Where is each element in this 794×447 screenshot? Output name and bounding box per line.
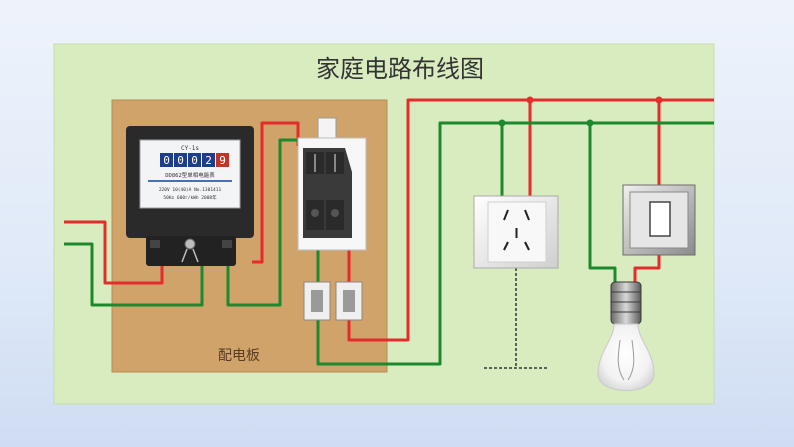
- bulb-filament: [617, 339, 635, 381]
- main-neutral-wire: [316, 121, 714, 366]
- switch-handle: [317, 117, 337, 139]
- meter-digit: 0: [177, 154, 184, 167]
- meter-counter: 0 0 0 2 9: [160, 153, 229, 167]
- meter-brand: CY-1s: [181, 145, 199, 152]
- junction-dot: [586, 119, 594, 127]
- meter-terminal-block: [146, 236, 236, 266]
- lamp-holder: [610, 281, 642, 325]
- double-pole-switch: [297, 117, 367, 251]
- junction-dot: [526, 96, 534, 104]
- meter-digit: 9: [219, 154, 226, 167]
- meter-digit: 0: [191, 154, 198, 167]
- meter-digit: 0: [163, 154, 170, 167]
- switch-bulb-wire: [633, 255, 661, 283]
- fuse-right: [335, 281, 363, 321]
- live-wires: [64, 98, 714, 342]
- meter-face: [139, 139, 241, 209]
- electric-meter: CY-1s 0 0 0 2 9 DD862型单相电能表 220V 10(40)A…: [126, 126, 254, 266]
- junction-dots: [498, 96, 663, 127]
- incoming-live-wire: [64, 220, 164, 285]
- diagram-title: 家庭电路布线图: [316, 55, 484, 83]
- junction-dot: [655, 96, 663, 104]
- meter-digit: 2: [205, 154, 212, 167]
- wall-switch-rocker: [649, 201, 671, 237]
- meter-spec-2: 50Hz 600r/kWh 2008年: [163, 194, 217, 201]
- fuse-box: [303, 281, 363, 321]
- junction-dot: [498, 119, 506, 127]
- meter-seal: [184, 238, 196, 250]
- bulb-glass: [597, 323, 655, 391]
- light-bulb: [597, 281, 655, 391]
- meter-spec-1: 220V 10(40)A No.1301411: [159, 187, 222, 193]
- wall-switch: [622, 184, 696, 256]
- lamp-neutral-tap: [588, 123, 617, 283]
- main-live-wire: [347, 98, 714, 342]
- meter-name: DD862型单相电能表: [165, 171, 215, 179]
- incoming-neutral-wire: [64, 242, 204, 307]
- socket: [473, 195, 559, 269]
- meter-switch-live-wire: [252, 121, 300, 264]
- board-label: 配电板: [218, 348, 260, 364]
